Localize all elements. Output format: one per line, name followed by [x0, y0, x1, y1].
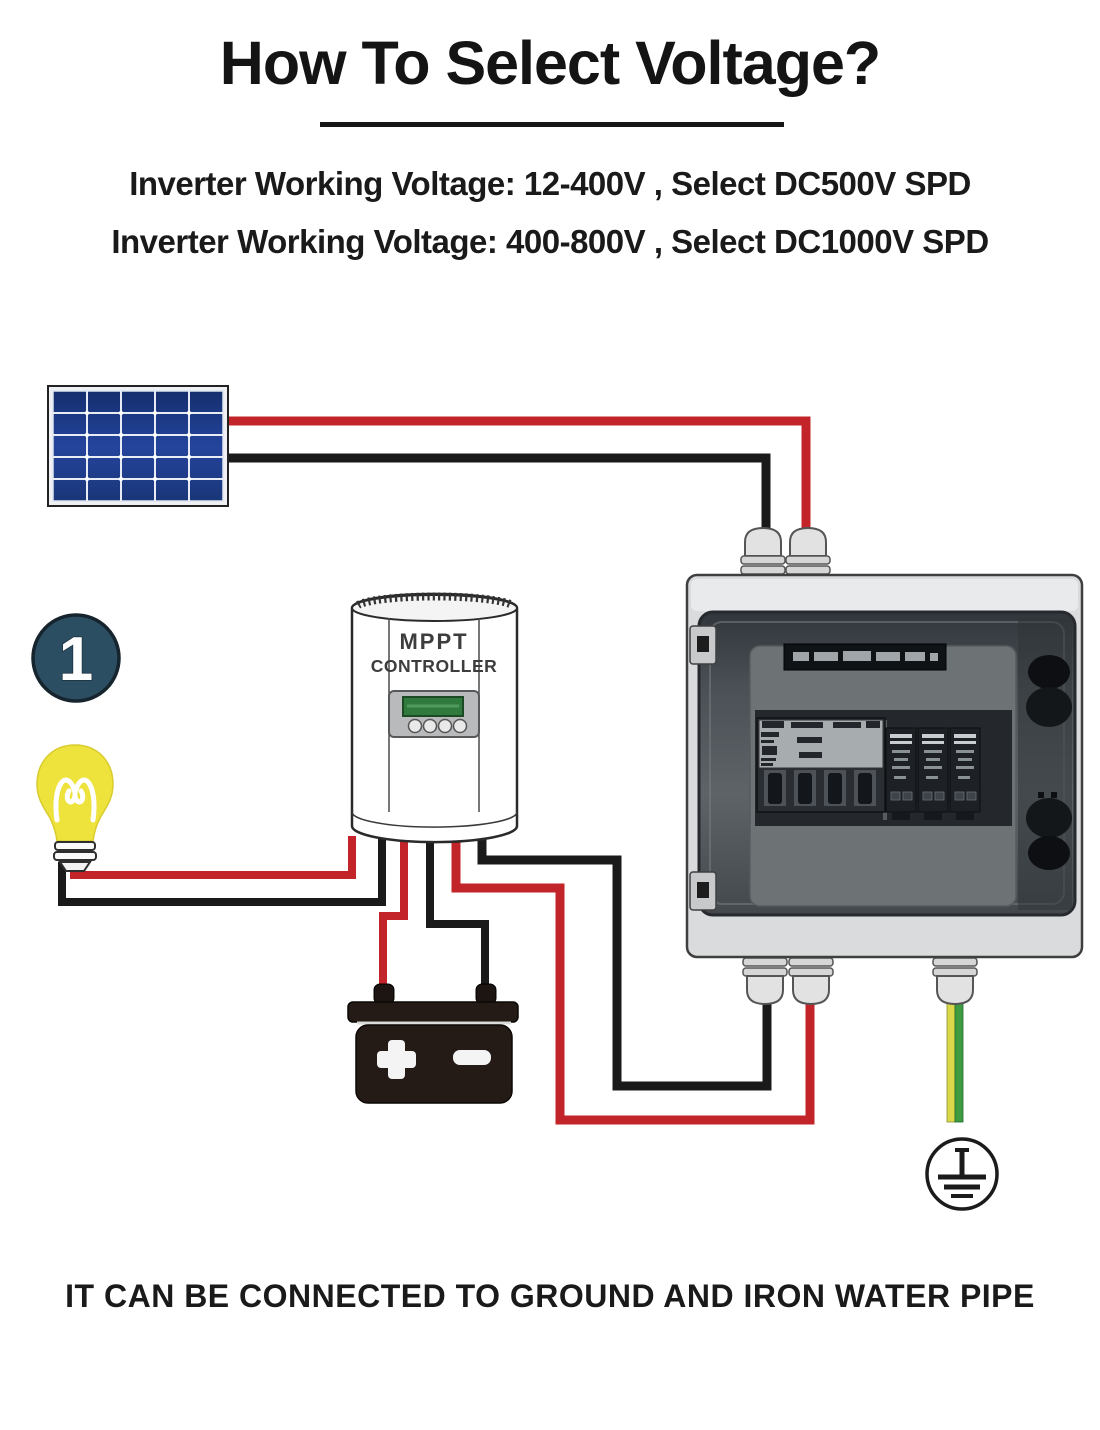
- controller-lcd: [388, 690, 480, 738]
- box-positive-wire: [451, 836, 815, 1125]
- mppt-controller: MPPT CONTROLLER: [350, 592, 519, 844]
- pv-positive-wire: [226, 416, 811, 540]
- box-negative-wire: [477, 836, 772, 1091]
- solar-panel-icon: [47, 385, 229, 507]
- spd-module-3: [949, 727, 981, 820]
- ground-wire: [946, 999, 964, 1123]
- ground-symbol-icon: [925, 1137, 999, 1211]
- step-badge-number: 1: [59, 625, 93, 694]
- bulb-screw-base: [53, 841, 97, 872]
- page-title: How To Select Voltage?: [219, 29, 881, 97]
- controller-label-line2: CONTROLLER: [371, 656, 498, 676]
- cable-gland-top-right: [785, 526, 831, 575]
- battery-icon: [347, 983, 519, 1104]
- cable-gland-bottom-middle: [788, 957, 834, 1006]
- brand-plate: [783, 643, 947, 671]
- footer-caption: IT CAN BE CONNECTED TO GROUND AND IRON W…: [65, 1278, 1035, 1314]
- subtitle-line-1: Inverter Working Voltage: 12-400V , Sele…: [129, 165, 971, 202]
- controller-top-hatch: [355, 592, 515, 609]
- battery-negative-wire: [426, 836, 489, 992]
- bulb-filament: [53, 777, 97, 823]
- light-bulb-icon: [36, 744, 114, 872]
- spd-module-2: [917, 727, 949, 820]
- load-positive-wire: [70, 836, 356, 879]
- window-latches: [1018, 618, 1072, 910]
- step-badge: 1: [31, 613, 121, 703]
- cable-gland-top-left: [740, 526, 786, 575]
- subtitle-line-2: Inverter Working Voltage: 400-800V , Sel…: [111, 223, 989, 260]
- spd-combiner-box: [685, 573, 1084, 959]
- battery-plus-symbol: [377, 1040, 416, 1079]
- battery-minus-symbol: [453, 1050, 491, 1065]
- battery-positive-wire: [379, 836, 408, 992]
- controller-label-line1: MPPT: [399, 629, 468, 654]
- circuit-breaker: [756, 717, 886, 813]
- load-negative-wire: [58, 836, 386, 906]
- spd-module-1: [885, 727, 917, 820]
- pv-negative-wire: [226, 453, 771, 540]
- title-underline: [320, 122, 784, 127]
- cable-gland-bottom-right: [932, 957, 978, 1006]
- breaker-levers: [764, 770, 876, 806]
- cable-gland-bottom-left: [742, 957, 788, 1006]
- mount-tabs: [689, 625, 717, 911]
